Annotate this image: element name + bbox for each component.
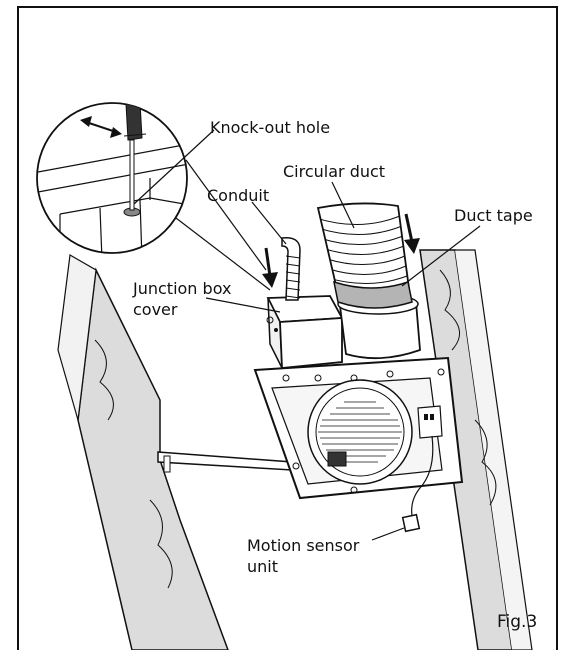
right-joist: [419, 249, 533, 650]
detail-inset: [36, 102, 188, 254]
figure-frame: [17, 6, 558, 650]
inset-line-top: [185, 159, 267, 271]
leader-circular-duct: [331, 181, 355, 229]
arrow-down-icon-conduit: [262, 247, 278, 288]
leader-motion-sensor: [371, 527, 405, 541]
leader-knockout: [133, 129, 215, 205]
label-knockout-hole: Knock-out hole: [210, 118, 331, 137]
double-arrow-icon: [80, 116, 122, 138]
leader-junction-box: [205, 297, 281, 313]
inset-line-bottom: [175, 217, 271, 291]
label-motion-sensor-line2: unit: [247, 557, 278, 576]
motion-sensor: [401, 435, 434, 533]
left-joist: [57, 254, 229, 650]
label-duct-tape: Duct tape: [454, 206, 533, 225]
leader-conduit: [251, 201, 287, 245]
label-motion-sensor-line1: Motion sensor: [247, 536, 360, 555]
conduit: [281, 237, 301, 301]
circular-duct: [316, 202, 413, 309]
leader-duct-tape: [401, 225, 481, 287]
label-junction-box-line2: cover: [133, 300, 178, 319]
mounting-bracket: [157, 451, 293, 473]
label-junction-box-line1: Junction box: [133, 279, 232, 298]
figure-number: Fig.3: [497, 612, 538, 632]
duct-tape-band: [333, 280, 413, 309]
fan-housing: [253, 356, 464, 500]
label-conduit: Conduit: [207, 186, 270, 205]
arrow-down-icon-duct: [404, 213, 420, 254]
junction-box: [266, 295, 344, 369]
label-circular-duct: Circular duct: [283, 162, 386, 181]
